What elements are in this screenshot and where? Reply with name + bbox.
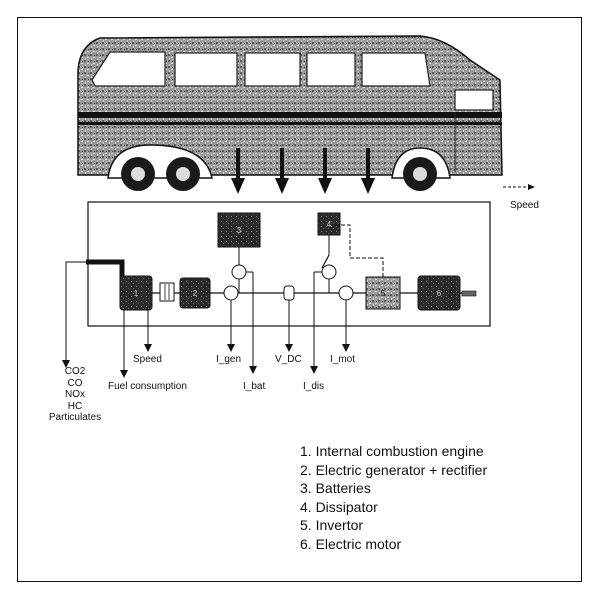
legend-item: 3. Batteries [300,480,371,496]
legend-item: 2. Electric generator + rectifier [300,461,488,478]
emission-hc: HC [67,400,83,412]
emission-co2: CO2 [64,366,86,377]
i-gen-label: I_gen [216,354,242,365]
generator-block [179,277,211,309]
battery-number: 3 [237,226,242,235]
exhaust-pipe [86,259,125,290]
i-mot-label: I_mot [330,354,356,365]
v-dc-label: V_DC [275,354,302,365]
legend-item: 1. Internal combustion engine [300,443,484,459]
fuel-consumption-label: Fuel consumption [108,381,187,392]
speed-label: Speed [133,354,162,365]
i-dis-label: I_dis [303,381,325,392]
generator-number: 2 [193,289,198,298]
bus-illustration [77,35,503,191]
dissipator-number: 4 [327,220,332,229]
legend-item: 6. Electric motor [300,535,402,552]
i-bat-label: I_bat [243,381,266,392]
power-flow-arrows [231,148,375,194]
fuel-meter-block [159,282,175,302]
emission-particulates: Particulates [48,412,102,423]
emissions-line [65,261,86,362]
invertor-number: 5 [381,289,386,298]
motor-block [417,275,461,311]
speed-direction-arrow [503,184,535,190]
engine-number: 1 [134,289,139,298]
battery-block [217,212,261,248]
motor-number: 6 [437,289,442,298]
emission-co: CO [67,377,83,389]
measurement-arrows [120,271,350,378]
speed-label-right: Speed [510,200,539,211]
emissions-list: CO2 CO NOx HC Particulates [40,366,110,424]
legend-item: 4. Dissipator [300,498,378,515]
legend-item: 5. Invertor [300,517,364,533]
invertor-block [365,276,401,310]
emission-nox: NOx [65,389,85,400]
engine-block [119,275,153,311]
component-legend: 1. Internal combustion engine 2. Electri… [300,442,487,553]
